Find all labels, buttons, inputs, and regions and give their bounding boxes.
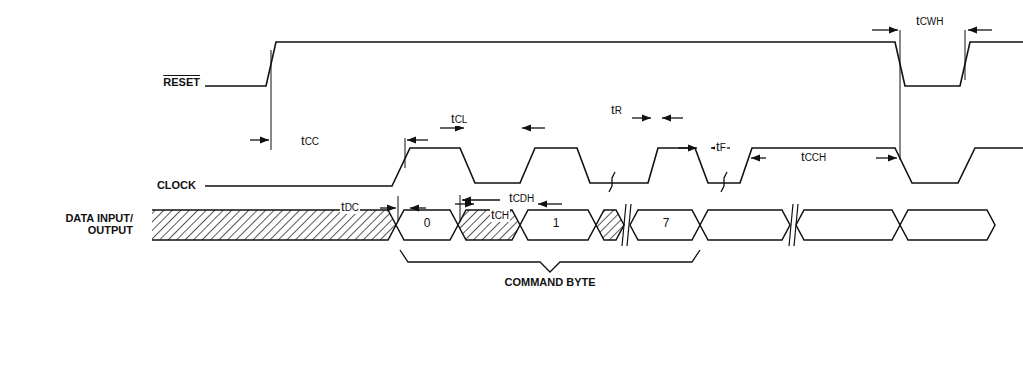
reference-line — [271, 50, 272, 150]
timing-parameter: tR — [610, 103, 623, 117]
fade-edge — [138, 205, 152, 245]
timing-parameter: tCC — [300, 134, 320, 148]
timing-parameter: tCH — [490, 208, 510, 222]
dimension-arrow — [538, 203, 562, 204]
signal-name: RESET — [163, 76, 200, 88]
dimension-arrow — [678, 147, 697, 148]
break-mark — [627, 204, 631, 246]
dimension-arrow — [250, 139, 269, 140]
brace — [400, 250, 700, 272]
dimension-arrow — [522, 127, 545, 128]
signal-name: COMMAND BYTE — [504, 276, 595, 288]
data-cell — [630, 210, 700, 240]
data-cell — [900, 210, 995, 240]
dimension-arrow — [632, 117, 651, 118]
reference-line — [405, 138, 406, 168]
data-cell — [700, 210, 790, 240]
dimension-arrow — [968, 29, 992, 30]
break-mark — [622, 204, 626, 246]
data-cell — [520, 210, 596, 240]
break-mark — [609, 172, 615, 192]
dimension-arrow — [407, 139, 428, 140]
bit-number: 0 — [422, 217, 433, 230]
break-mark — [789, 204, 793, 246]
timing-parameter: tCDH — [508, 191, 535, 205]
break-mark — [721, 172, 727, 192]
invalid-data — [458, 210, 520, 240]
timing-parameter: tCL — [450, 112, 468, 126]
invalid-data — [596, 210, 624, 240]
signal-name: DATA INPUT/ OUTPUT — [55, 212, 133, 236]
reference-line — [900, 30, 901, 160]
dimension-arrow — [662, 117, 683, 118]
reference-line — [965, 30, 966, 80]
bit-number: 7 — [661, 217, 672, 230]
dimension-arrow — [380, 207, 396, 208]
signal-name: CLOCK — [157, 179, 196, 191]
timing-parameter: tCWH — [915, 14, 945, 28]
invalid-data — [140, 210, 396, 240]
dimension-arrow — [440, 127, 464, 128]
timing-parameter: tCCH — [800, 150, 827, 164]
dimension-arrow — [455, 203, 474, 204]
dimension-arrow — [872, 29, 898, 30]
data-cell — [796, 210, 900, 240]
timing-parameter: tF — [715, 140, 727, 154]
data-cell — [396, 210, 458, 240]
dimension-arrow — [751, 157, 766, 158]
dimension-arrow — [876, 157, 897, 158]
dimension-arrow — [410, 207, 426, 208]
break-mark — [794, 204, 798, 246]
bit-number: 1 — [551, 217, 562, 230]
dimension-arrow — [462, 199, 500, 200]
reference-line — [460, 195, 461, 222]
reference-line — [398, 196, 399, 222]
timing-parameter: tDC — [340, 200, 360, 214]
